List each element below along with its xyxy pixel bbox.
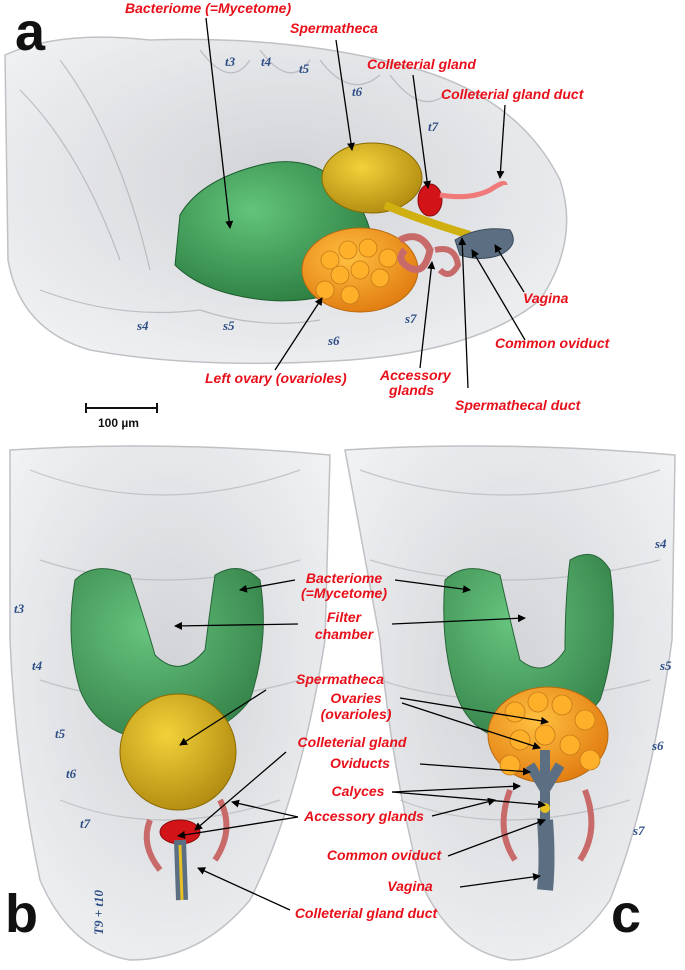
segment-t5-a: t5 — [299, 61, 310, 76]
label-colleterial-gland-a: Colleterial gland — [367, 56, 476, 72]
segment-s4-c: s4 — [654, 536, 667, 551]
segment-s4-a: s4 — [136, 318, 149, 333]
spermatheca-shape-a — [321, 142, 423, 214]
label-vagina-a: Vagina — [523, 290, 569, 306]
panel-letter-b: b — [5, 884, 38, 944]
label-colleterial-gland-duct-a: Colleterial gland duct — [441, 86, 585, 102]
label-vagina-c: Vagina — [387, 878, 433, 894]
bacteriome-shape-b — [70, 568, 264, 741]
segment-t4-b: t4 — [32, 658, 43, 673]
scale-bar-line — [85, 403, 158, 413]
label-spermatheca-b: Spermatheca — [296, 671, 384, 687]
label-accessory-glands-bc: Accessory glands — [303, 808, 424, 824]
label-bacteriome-bc-2: (=Mycetome) — [301, 585, 387, 601]
panel-c: s4 s5 s6 s7 c — [344, 445, 676, 961]
segment-t9-t10-b: T9 + t10 — [91, 890, 106, 935]
segment-s7-c: s7 — [632, 823, 645, 838]
label-colleterial-gland-duct-b: Colleterial gland duct — [295, 905, 439, 921]
segment-t5-b: t5 — [55, 726, 66, 741]
segment-t7-a: t7 — [428, 119, 439, 134]
segment-s7-a: s7 — [404, 311, 417, 326]
segment-t3-b: t3 — [14, 601, 25, 616]
segment-s5-a: s5 — [222, 318, 235, 333]
panel-b: t3 t4 t5 t6 t7 T9 + t10 b — [5, 445, 331, 961]
panel-letter-a: a — [15, 2, 46, 62]
label-spermathecal-duct-a: Spermathecal duct — [455, 397, 582, 413]
spermatheca-shape-b — [119, 693, 237, 811]
label-calyces: Calyces — [332, 783, 385, 799]
segment-t4-a: t4 — [261, 54, 272, 69]
label-ovaries-2: (ovarioles) — [321, 706, 392, 722]
label-left-ovary-a: Left ovary (ovarioles) — [205, 370, 347, 386]
segment-s6-c: s6 — [651, 738, 664, 753]
label-spermatheca-a: Spermatheca — [290, 20, 378, 36]
segment-s5-c: s5 — [659, 658, 672, 673]
segment-t6-b: t6 — [66, 766, 77, 781]
label-oviducts: Oviducts — [330, 755, 390, 771]
panel-a: Bacteriome (=Mycetome) Spermatheca Colle… — [4, 0, 611, 430]
panel-letter-c: c — [611, 884, 641, 944]
label-accessory-glands-a-2: glands — [388, 382, 434, 398]
shared-labels: Bacteriome (=Mycetome) Filter chamber Sp… — [295, 570, 443, 921]
label-common-oviduct-c: Common oviduct — [327, 847, 443, 863]
label-bacteriome-a: Bacteriome (=Mycetome) — [125, 0, 291, 16]
label-filter-2: chamber — [315, 626, 375, 642]
segment-t3-a: t3 — [225, 54, 236, 69]
label-bacteriome-bc-1: Bacteriome — [306, 570, 382, 586]
segment-t6-a: t6 — [352, 84, 363, 99]
label-filter-1: Filter — [327, 609, 363, 625]
segment-s6-a: s6 — [327, 333, 340, 348]
label-ovaries-1: Ovaries — [330, 690, 382, 706]
scale-bar-label: 100 µm — [98, 416, 139, 430]
label-colleterial-gland-b: Colleterial gland — [298, 734, 407, 750]
label-accessory-glands-a-1: Accessory — [379, 367, 452, 383]
segment-t7-b: t7 — [80, 816, 91, 831]
label-common-oviduct-a: Common oviduct — [495, 335, 611, 351]
colleterial-gland-shape-a — [417, 183, 443, 217]
